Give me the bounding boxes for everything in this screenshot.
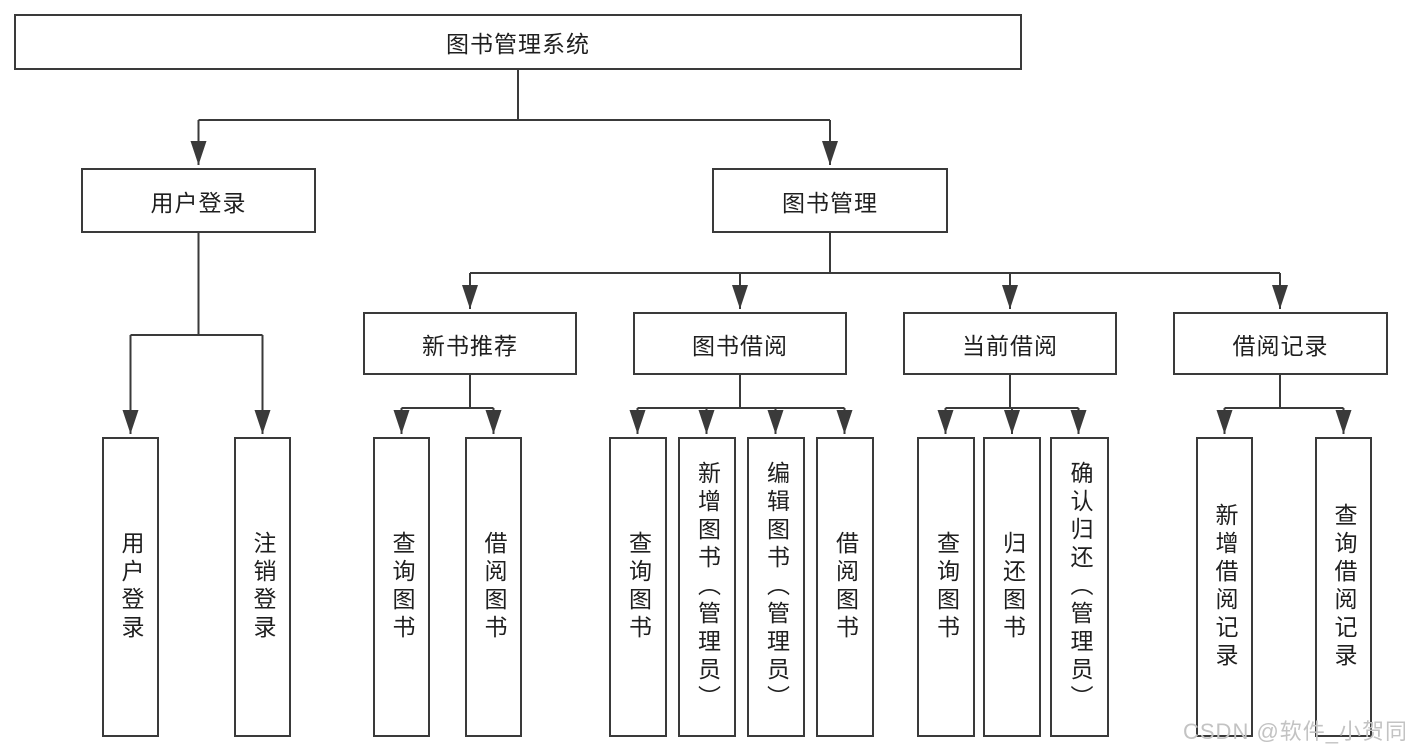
node-new-book-recommend-label: 新书推荐 bbox=[422, 332, 518, 359]
leaf-newbook-borrow-books: 借阅图书 bbox=[465, 437, 522, 737]
leaf-add-books-admin-label: 新增图书（管理员） bbox=[694, 461, 721, 713]
leaf-borrow-books: 借阅图书 bbox=[816, 437, 874, 737]
node-borrow-records-label: 借阅记录 bbox=[1232, 332, 1329, 359]
connector-bookmgmt-to-level3 bbox=[462, 233, 1288, 309]
node-book-borrow: 图书借阅 bbox=[633, 312, 847, 375]
leaf-query-borrow-record-label: 查询借阅记录 bbox=[1331, 503, 1357, 671]
csdn-watermark: CSDN @软件_小贺同学 bbox=[1183, 719, 1405, 744]
connector-userlogin-to-leaves bbox=[122, 233, 271, 434]
leaf-add-books-admin: 新增图书（管理员） bbox=[678, 437, 736, 737]
connector-newbook-to-leaves bbox=[393, 375, 502, 434]
node-new-book-recommend: 新书推荐 bbox=[363, 312, 577, 375]
leaf-confirm-return-admin: 确认归还（管理员） bbox=[1050, 437, 1109, 737]
node-user-login-label: 用户登录 bbox=[150, 189, 247, 216]
leaf-edit-books-admin-label: 编辑图书（管理员） bbox=[763, 461, 790, 713]
node-book-management: 图书管理 bbox=[712, 168, 948, 233]
leaf-user-login: 用户登录 bbox=[102, 437, 159, 737]
node-root-label: 图书管理系统 bbox=[446, 31, 590, 57]
node-current-borrow-label: 当前借阅 bbox=[962, 332, 1058, 359]
node-book-management-label: 图书管理 bbox=[782, 189, 878, 216]
leaf-edit-books-admin: 编辑图书（管理员） bbox=[747, 437, 805, 737]
connector-root-to-level2 bbox=[190, 70, 838, 165]
node-borrow-records: 借阅记录 bbox=[1173, 312, 1388, 375]
leaf-logout-label: 注销登录 bbox=[250, 531, 276, 643]
leaf-user-login-label: 用户登录 bbox=[118, 531, 144, 643]
node-book-borrow-label: 图书借阅 bbox=[692, 332, 788, 359]
leaf-confirm-return-admin-label: 确认归还（管理员） bbox=[1067, 461, 1093, 713]
leaf-return-books: 归还图书 bbox=[983, 437, 1041, 737]
leaf-borrow-query-books-label: 查询图书 bbox=[625, 531, 652, 643]
node-user-login: 用户登录 bbox=[81, 168, 316, 233]
leaf-logout: 注销登录 bbox=[234, 437, 291, 737]
node-root-system: 图书管理系统 bbox=[14, 14, 1022, 70]
leaf-borrow-books-label: 借阅图书 bbox=[832, 531, 859, 643]
leaf-return-books-label: 归还图书 bbox=[999, 531, 1026, 643]
connector-borrow-to-leaves bbox=[629, 375, 853, 434]
leaf-query-borrow-record: 查询借阅记录 bbox=[1315, 437, 1372, 737]
connector-current-to-leaves bbox=[937, 375, 1087, 434]
leaf-add-borrow-record: 新增借阅记录 bbox=[1196, 437, 1253, 737]
leaf-newbook-borrow-books-label: 借阅图书 bbox=[481, 531, 507, 643]
leaf-newbook-query-books: 查询图书 bbox=[373, 437, 430, 737]
leaf-newbook-query-books-label: 查询图书 bbox=[389, 531, 415, 643]
leaf-add-borrow-record-label: 新增借阅记录 bbox=[1212, 503, 1238, 671]
node-current-borrow: 当前借阅 bbox=[903, 312, 1117, 375]
leaf-current-query-books-label: 查询图书 bbox=[933, 531, 960, 643]
connector-records-to-leaves bbox=[1216, 375, 1352, 434]
leaf-borrow-query-books: 查询图书 bbox=[609, 437, 667, 737]
leaf-current-query-books: 查询图书 bbox=[917, 437, 975, 737]
